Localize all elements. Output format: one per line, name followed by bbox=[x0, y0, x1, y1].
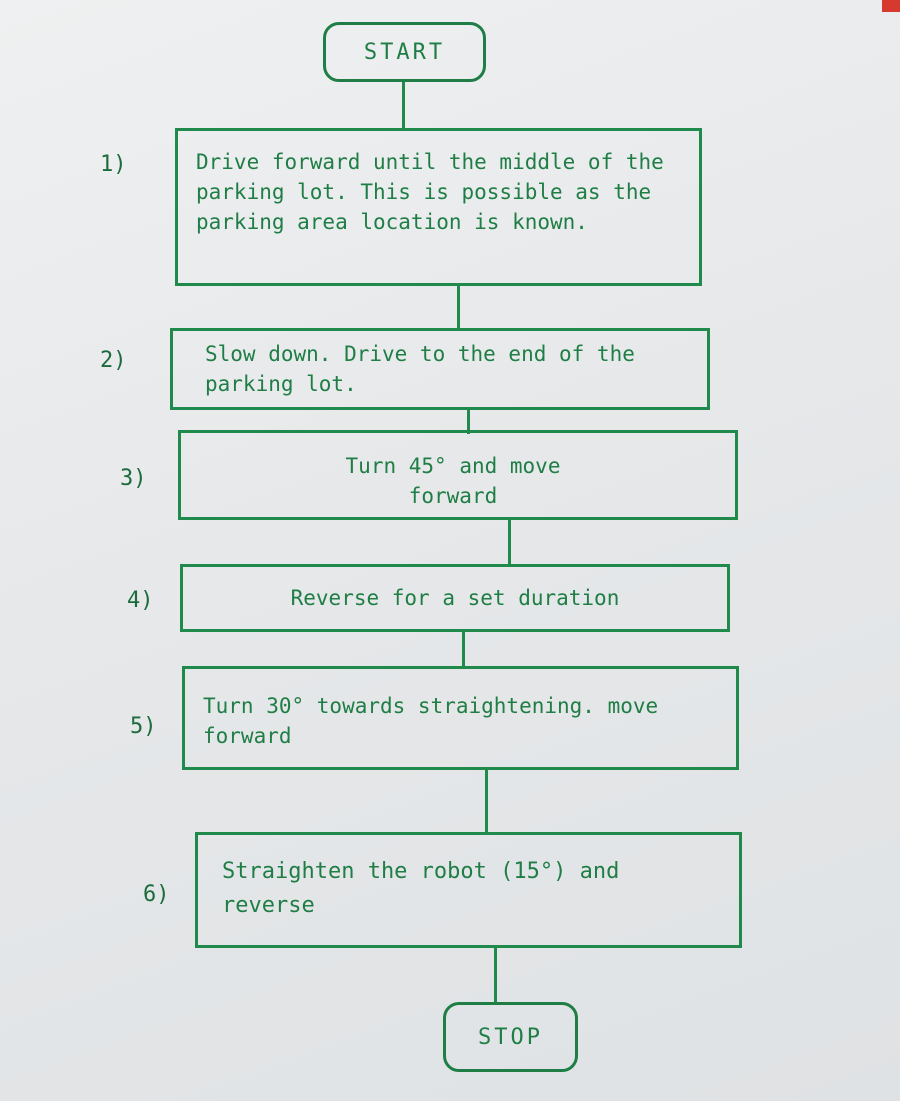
step-2-text: Slow down. Drive to the end of the parki… bbox=[205, 342, 635, 396]
step-1-box: Drive forward until the middle of the pa… bbox=[175, 128, 702, 286]
stop-terminal: STOP bbox=[443, 1002, 578, 1072]
stop-label: STOP bbox=[478, 1024, 543, 1050]
step-4-number: 4) bbox=[127, 588, 154, 613]
step-2-number: 2) bbox=[100, 348, 127, 373]
red-corner-edge bbox=[882, 0, 900, 12]
start-label: START bbox=[363, 39, 446, 65]
start-terminal: START bbox=[323, 22, 486, 82]
step-3-box: Turn 45° and move forward bbox=[178, 430, 738, 520]
step-1-number: 1) bbox=[100, 152, 127, 177]
connector-step1-step2 bbox=[457, 286, 460, 328]
step-6-box: Straighten the robot (15°) and reverse bbox=[195, 832, 742, 948]
step-4-text: Reverse for a set duration bbox=[290, 586, 620, 610]
step-2-box: Slow down. Drive to the end of the parki… bbox=[170, 328, 710, 410]
step-1-text: Drive forward until the middle of the pa… bbox=[196, 150, 664, 234]
step-6-text: Straighten the robot (15°) and reverse bbox=[222, 859, 620, 918]
connector-start-step1 bbox=[402, 82, 405, 128]
step-5-box: Turn 30° towards straightening. move for… bbox=[182, 666, 739, 770]
step-3-text: Turn 45° and move forward bbox=[345, 454, 561, 508]
connector-step3-step4 bbox=[508, 520, 511, 564]
step-3-number: 3) bbox=[120, 466, 147, 491]
step-5-number: 5) bbox=[130, 714, 157, 739]
connector-step4-step5 bbox=[462, 632, 465, 668]
connector-step6-stop bbox=[494, 948, 497, 1004]
step-4-box: Reverse for a set duration bbox=[180, 564, 730, 632]
step-6-number: 6) bbox=[143, 882, 170, 907]
connector-step2-step3 bbox=[467, 410, 470, 434]
step-5-text: Turn 30° towards straightening. move for… bbox=[203, 694, 659, 748]
connector-step5-step6 bbox=[485, 770, 488, 832]
